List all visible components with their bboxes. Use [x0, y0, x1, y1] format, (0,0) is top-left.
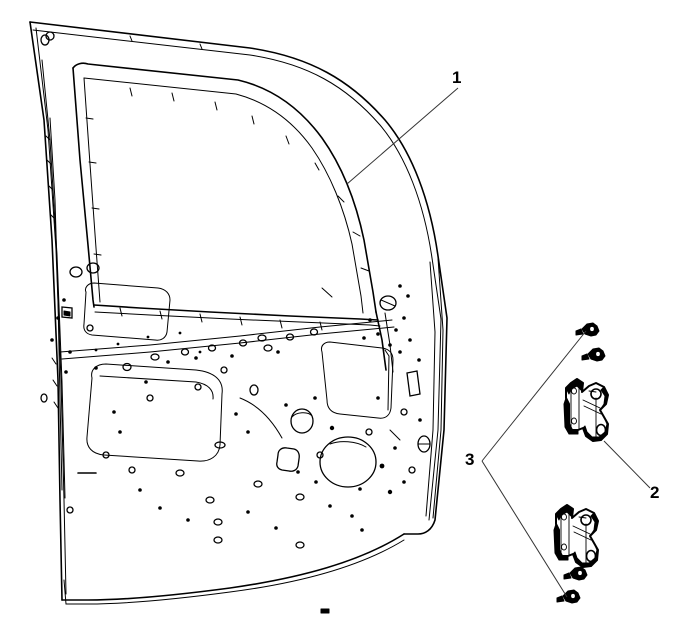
leader-line-3b [481, 460, 568, 598]
front-door-panel-part[interactable] [29, 21, 448, 614]
hinge-bolt-lower-2[interactable] [556, 589, 581, 604]
callout-number-3[interactable]: 3 [465, 450, 475, 469]
hinge-bolt-upper-1[interactable] [575, 322, 600, 337]
leader-line-3a [481, 330, 587, 462]
panel-rivet-dots [50, 284, 422, 532]
weatherstrip-clips [85, 87, 370, 331]
pillar-marks [45, 135, 59, 409]
leader-line-1 [346, 87, 459, 185]
callout-number-1[interactable]: 1 [452, 68, 462, 87]
callout-number-2[interactable]: 2 [650, 483, 660, 502]
panel-hole-cluster [40, 31, 416, 549]
hinge-bolt-upper-2[interactable] [581, 347, 606, 362]
leader-line-2 [603, 440, 651, 489]
hinge-bolt-lower-1[interactable] [563, 566, 588, 581]
door-hinge-lower[interactable] [553, 504, 599, 568]
door-hinge-upper[interactable] [563, 378, 609, 442]
